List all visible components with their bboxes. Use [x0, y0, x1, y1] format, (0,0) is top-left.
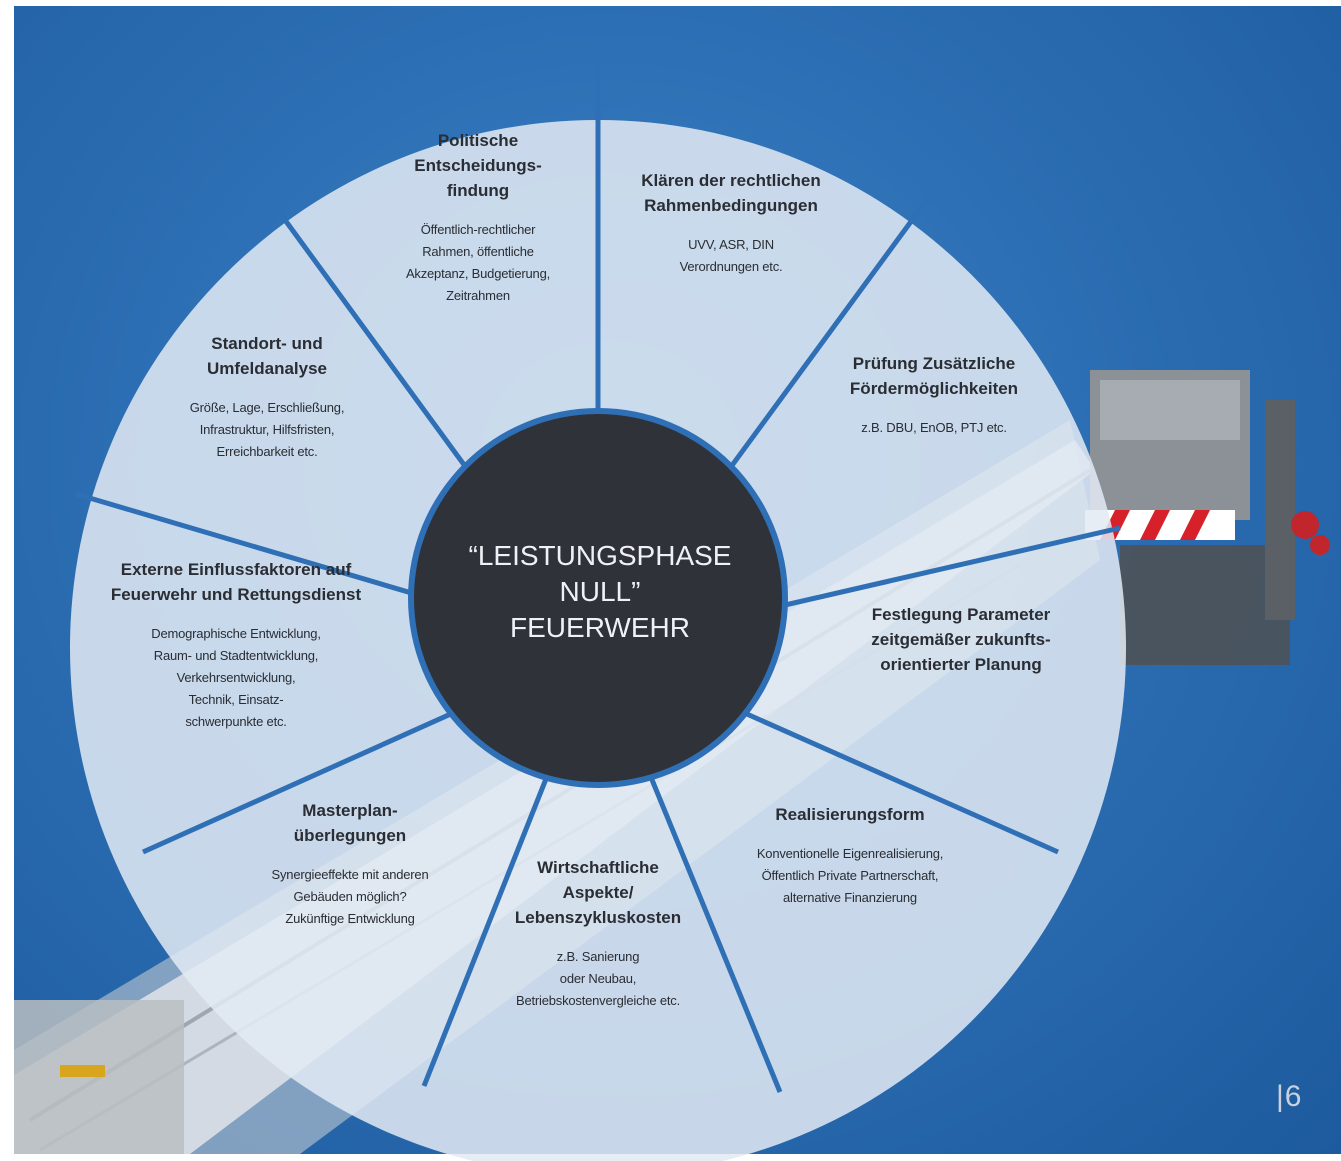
segment-title: Klären der rechtlichen Rahmenbedingungen — [641, 171, 821, 215]
segment-description: Synergieeffekte mit anderen Gebäuden mög… — [271, 867, 429, 926]
segment-realisierung: Realisierungsform Konventionelle Eigenre… — [715, 802, 985, 909]
segment-title: Masterplan- überlegungen — [293, 801, 407, 845]
segment-politische: Politische Entscheidungs- findung Öffent… — [348, 128, 608, 307]
segment-parameter: Festlegung Parameter zeitgemäßer zukunft… — [836, 602, 1086, 693]
segment-title: Standort- und Umfeldanalyse — [207, 334, 327, 378]
segment-title: Externe Einflussfaktoren auf Feuerwehr u… — [110, 560, 362, 604]
segment-description: Öffentlich-rechtlicher Rahmen, öffentlic… — [405, 222, 551, 303]
segment-extern: Externe Einflussfaktoren auf Feuerwehr u… — [86, 557, 386, 733]
segment-description: Konventionelle Eigenrealisierung, Öffent… — [756, 846, 944, 905]
segment-description: Demographische Entwicklung, Raum- und St… — [151, 626, 321, 729]
segment-title: Festlegung Parameter zeitgemäßer zukunft… — [871, 605, 1051, 674]
segment-title: Wirtschaftliche Aspekte/ Lebenszykluskos… — [514, 858, 682, 927]
segment-description: z.B. Sanierung oder Neubau, Betriebskost… — [515, 949, 680, 1008]
segment-description: z.B. DBU, EnOB, PTJ etc. — [861, 420, 1007, 435]
segment-standort: Standort- und Umfeldanalyse Größe, Lage,… — [152, 331, 382, 463]
page-number: |6 — [1276, 1080, 1303, 1113]
segment-description: Größe, Lage, Erschließung, Infrastruktur… — [189, 400, 345, 459]
segment-masterplan: Masterplan- überlegungen Synergieeffekte… — [245, 798, 455, 930]
center-label: “LEISTUNGSPHASE NULL” FEUERWEHR — [468, 540, 732, 643]
segment-title: Politische Entscheidungs- findung — [414, 131, 542, 200]
segment-wirtschaft: Wirtschaftliche Aspekte/ Lebenszykluskos… — [478, 855, 718, 1012]
segment-title: Realisierungsform — [775, 805, 925, 824]
segment-rechtlich: Klären der rechtlichen Rahmenbedingungen… — [598, 168, 864, 278]
segment-description: UVV, ASR, DIN Verordnungen etc. — [679, 237, 783, 274]
hub-circle — [414, 414, 782, 782]
segment-title: Prüfung Zusätzliche Fördermöglichkeiten — [849, 354, 1019, 398]
segment-foerder: Prüfung Zusätzliche Fördermöglichkeiten … — [814, 351, 1054, 439]
